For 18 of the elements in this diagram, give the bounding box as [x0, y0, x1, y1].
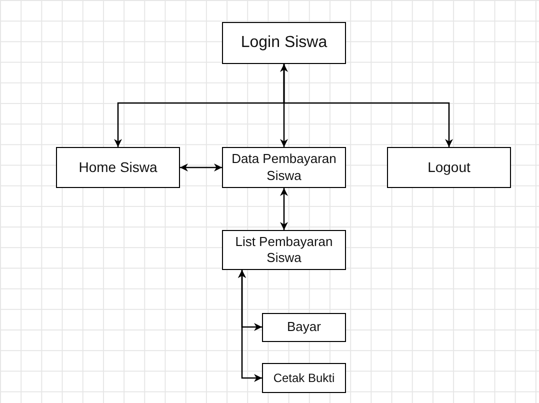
box-label: List Pembayaran Siswa — [234, 234, 334, 266]
box-label: Data Pembayaran Siswa — [230, 151, 338, 184]
arrow — [180, 164, 222, 172]
process-box — [222, 230, 346, 270]
box-label: Bayar — [287, 319, 321, 336]
process-box — [262, 313, 346, 342]
process-box — [222, 22, 346, 64]
process-box — [222, 147, 346, 188]
process-box — [56, 147, 180, 188]
box-label: Cetak Bukti — [273, 370, 335, 386]
process-box — [262, 363, 346, 393]
box-label: Login Siswa — [240, 33, 328, 53]
arrow — [280, 188, 288, 230]
arrow — [238, 270, 262, 382]
box-label: Logout — [428, 158, 470, 176]
process-box — [387, 147, 511, 188]
box-label: Home Siswa — [78, 158, 158, 176]
arrow — [280, 64, 288, 147]
